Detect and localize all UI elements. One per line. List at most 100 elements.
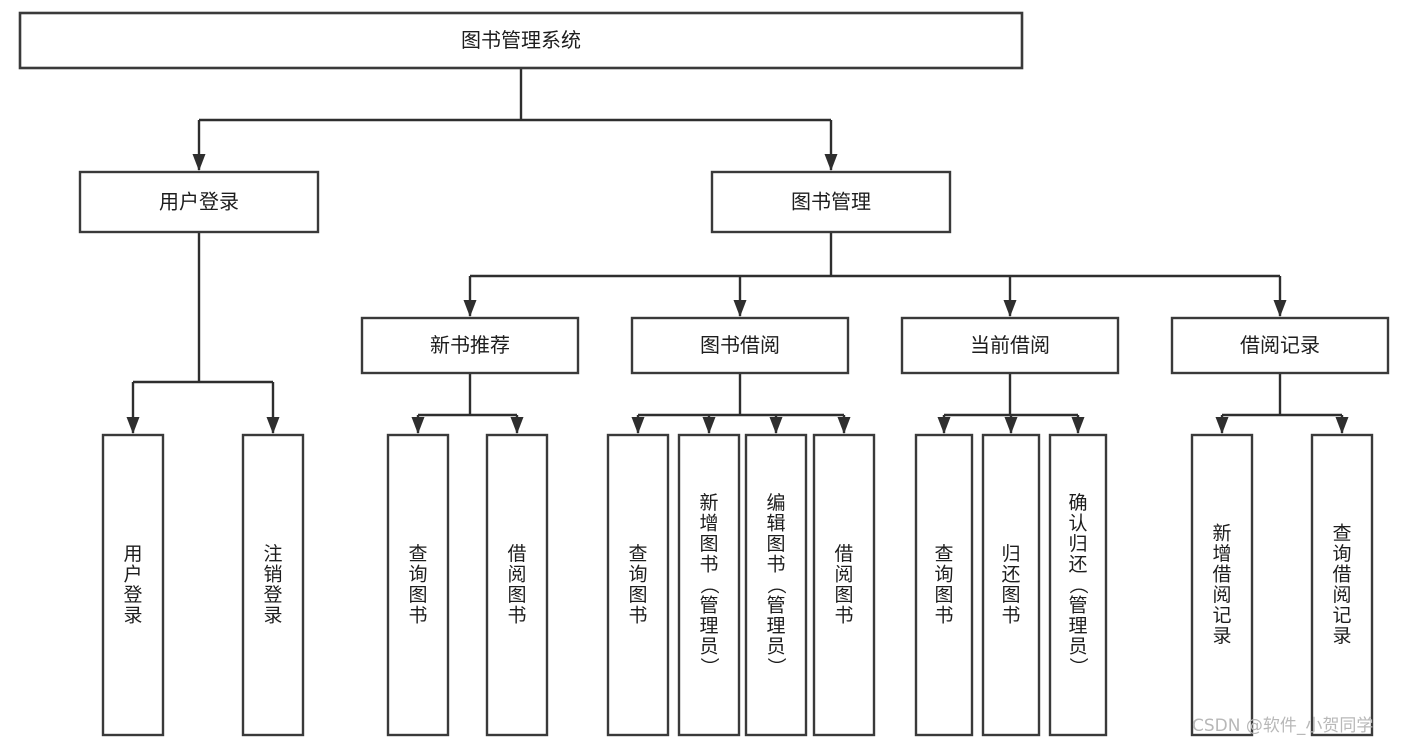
svg-text:）: ） xyxy=(1067,657,1089,676)
svg-text:员: 员 xyxy=(766,635,785,657)
arrow-head-icon xyxy=(769,417,783,434)
node-box-book-manage[interactable] xyxy=(710,170,952,234)
svg-text:书: 书 xyxy=(766,553,785,575)
node-label-root: 图书管理系统 xyxy=(461,28,581,52)
arrow-head-icon xyxy=(733,300,747,317)
node-label-current-borrow: 当前借阅 xyxy=(970,333,1050,357)
svg-text:录: 录 xyxy=(1212,625,1231,647)
node-box-leaf-query-book-1[interactable] xyxy=(386,433,450,737)
node-label-book-manage: 图书管理 xyxy=(791,190,871,214)
node-box-user-login[interactable] xyxy=(78,170,320,234)
svg-text:阅: 阅 xyxy=(1332,584,1351,606)
node-label-user-login: 用户登录 xyxy=(159,190,239,214)
svg-text:）: ） xyxy=(765,657,787,676)
svg-text:图: 图 xyxy=(408,584,427,606)
svg-text:户: 户 xyxy=(123,564,142,586)
arrow-head-icon xyxy=(510,417,524,434)
svg-text:查: 查 xyxy=(1332,523,1351,545)
boxes-layer xyxy=(18,11,1390,737)
svg-text:查: 查 xyxy=(628,543,647,565)
node-box-leaf-logout[interactable] xyxy=(241,433,305,737)
svg-text:）: ） xyxy=(698,657,720,676)
node-box-leaf-return-book[interactable] xyxy=(981,433,1041,737)
arrow-head-icon xyxy=(837,417,851,434)
arrow-head-icon xyxy=(1004,417,1018,434)
arrow-head-icon xyxy=(702,417,716,434)
node-box-leaf-query-book-2[interactable] xyxy=(606,433,670,737)
arrow-head-icon xyxy=(266,417,280,434)
svg-text:借: 借 xyxy=(507,543,526,565)
node-box-borrow-record[interactable] xyxy=(1170,316,1390,375)
svg-text:图: 图 xyxy=(834,584,853,606)
svg-text:认: 认 xyxy=(1068,512,1087,534)
svg-text:归: 归 xyxy=(1068,533,1087,555)
arrow-head-icon xyxy=(411,417,425,434)
svg-text:借: 借 xyxy=(1212,564,1231,586)
node-box-new-book-rec[interactable] xyxy=(360,316,580,375)
svg-text:借: 借 xyxy=(1332,564,1351,586)
arrow-head-icon xyxy=(463,300,477,317)
node-box-leaf-borrow-book-1[interactable] xyxy=(485,433,549,737)
svg-text:确: 确 xyxy=(1068,492,1087,514)
svg-text:图: 图 xyxy=(1001,584,1020,606)
svg-text:还: 还 xyxy=(1001,564,1020,586)
node-box-leaf-add-record[interactable] xyxy=(1190,433,1254,737)
node-label-new-book-rec: 新书推荐 xyxy=(430,333,510,357)
svg-text:书: 书 xyxy=(408,605,427,627)
svg-text:管: 管 xyxy=(699,594,718,616)
svg-text:图: 图 xyxy=(628,584,647,606)
svg-text:图: 图 xyxy=(934,584,953,606)
svg-text:（: （ xyxy=(765,575,787,594)
svg-text:图: 图 xyxy=(507,584,526,606)
node-box-root[interactable] xyxy=(18,11,1024,70)
svg-text:图: 图 xyxy=(699,533,718,555)
svg-text:询: 询 xyxy=(628,564,647,586)
connectors-layer xyxy=(126,68,1349,434)
node-box-leaf-query-book-3[interactable] xyxy=(914,433,974,737)
node-box-leaf-add-book[interactable] xyxy=(677,433,741,737)
node-box-leaf-edit-book[interactable] xyxy=(744,433,808,737)
node-box-leaf-confirm-return[interactable] xyxy=(1048,433,1108,737)
svg-text:管: 管 xyxy=(1068,594,1087,616)
svg-text:理: 理 xyxy=(699,615,718,637)
node-label-leaf-user-login: 用户登录 xyxy=(123,543,142,627)
svg-text:阅: 阅 xyxy=(1212,584,1231,606)
svg-text:记: 记 xyxy=(1212,605,1231,627)
svg-text:员: 员 xyxy=(699,635,718,657)
node-box-current-borrow[interactable] xyxy=(900,316,1120,375)
arrow-head-icon xyxy=(1335,417,1349,434)
svg-text:增: 增 xyxy=(699,512,718,534)
node-label-book-borrow: 图书借阅 xyxy=(700,333,780,357)
csdn-watermark: CSDN @软件_小贺同学 xyxy=(1192,716,1373,736)
svg-text:录: 录 xyxy=(1332,625,1351,647)
svg-text:询: 询 xyxy=(408,564,427,586)
svg-text:查: 查 xyxy=(408,543,427,565)
arrow-head-icon xyxy=(631,417,645,434)
node-box-leaf-borrow-book-2[interactable] xyxy=(812,433,876,737)
svg-text:询: 询 xyxy=(1332,543,1351,565)
svg-text:阅: 阅 xyxy=(834,564,853,586)
svg-text:阅: 阅 xyxy=(507,564,526,586)
arrow-head-icon xyxy=(1003,300,1017,317)
svg-text:书: 书 xyxy=(699,553,718,575)
svg-text:新: 新 xyxy=(699,492,718,514)
node-box-book-borrow[interactable] xyxy=(630,316,850,375)
svg-text:书: 书 xyxy=(1001,605,1020,627)
svg-text:查: 查 xyxy=(934,543,953,565)
node-box-leaf-query-record[interactable] xyxy=(1310,433,1374,737)
svg-text:书: 书 xyxy=(628,605,647,627)
node-box-leaf-user-login[interactable] xyxy=(101,433,165,737)
svg-text:增: 增 xyxy=(1212,543,1231,565)
svg-text:注: 注 xyxy=(263,543,282,565)
svg-text:用: 用 xyxy=(123,543,142,565)
arrow-head-icon xyxy=(192,154,206,171)
svg-text:询: 询 xyxy=(934,564,953,586)
